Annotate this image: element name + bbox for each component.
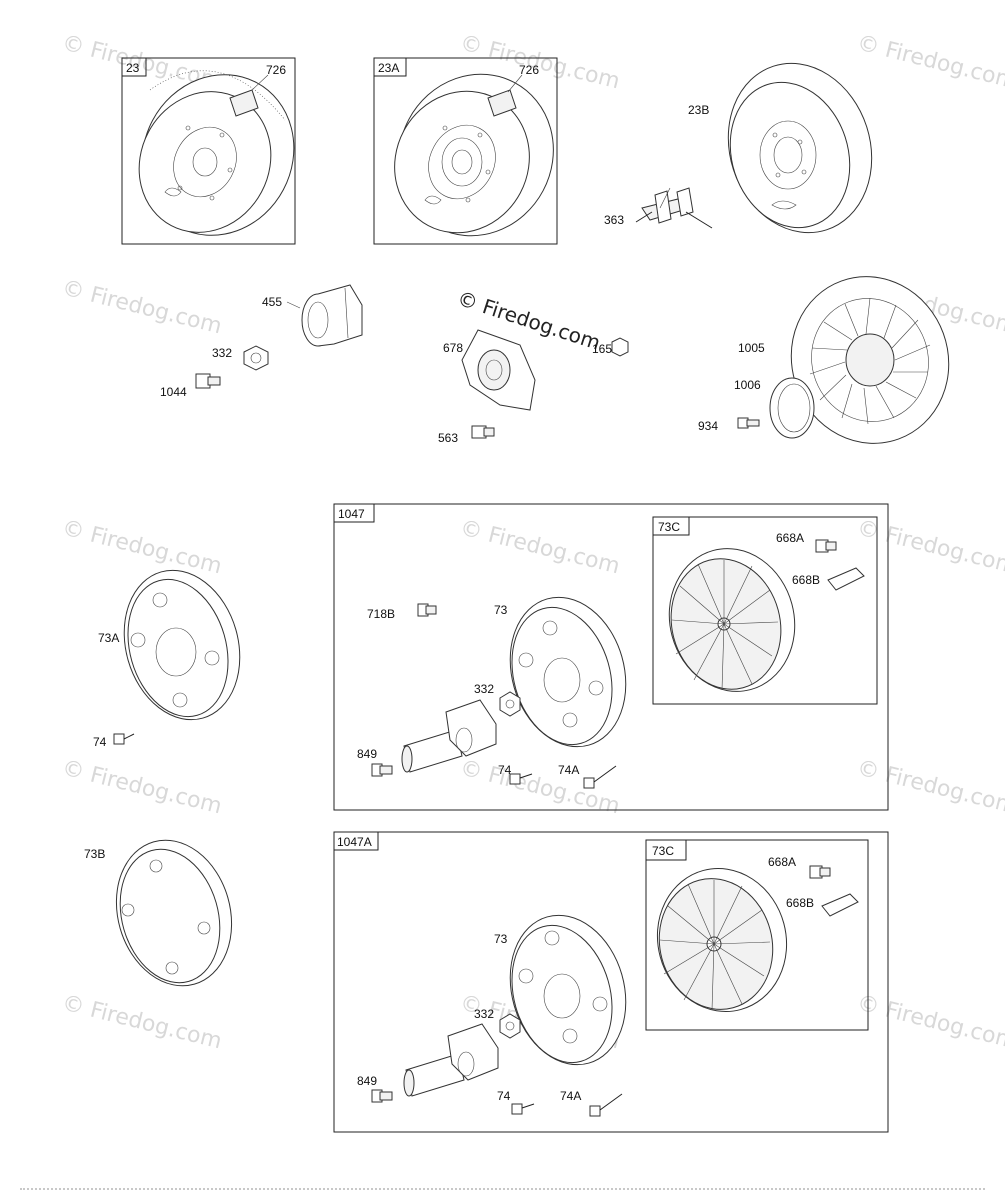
screw-74-left: [113, 733, 135, 745]
callout-934: 934: [698, 419, 718, 433]
box-73c-tag-1: [652, 516, 690, 536]
screw-668a-2: [809, 865, 831, 879]
box-1047-label: 1047: [338, 507, 365, 521]
callout-849-1: 849: [357, 747, 377, 761]
box-1047-frame: [333, 503, 889, 811]
plug-668b-2: [821, 893, 859, 917]
callout-726-2: 726: [519, 63, 539, 77]
callout-563: 563: [438, 431, 458, 445]
callout-74a-1: 74A: [558, 763, 579, 777]
box-23-tag: [121, 57, 147, 77]
box-73c-tag-2: [645, 839, 687, 861]
box-73c-label-1: 73C: [658, 520, 680, 534]
screw-74-1: [509, 773, 533, 785]
callout-73b: 73B: [84, 847, 105, 861]
callout-332-1: 332: [474, 682, 494, 696]
screw-668a-1: [815, 539, 837, 553]
bolt-1044: [195, 373, 221, 389]
callout-74a-2: 74A: [560, 1089, 581, 1103]
screen-73a: [123, 569, 241, 721]
puller-363: [635, 187, 713, 229]
callout-73-2: 73: [494, 932, 508, 946]
fan-1005: [790, 276, 950, 444]
callout-668b-1: 668B: [792, 573, 820, 587]
leader-726-1: [251, 74, 269, 91]
adapter-849-1: [401, 699, 497, 773]
callout-455: 455: [262, 295, 282, 309]
callout-1044: 1044: [160, 385, 187, 399]
box-23a-label: 23A: [378, 61, 399, 75]
flywheel-23: [138, 70, 295, 236]
screw-74a-1: [583, 765, 617, 789]
nut-332-2: [499, 1013, 521, 1039]
callout-332-top: 332: [212, 346, 232, 360]
callout-23b: 23B: [688, 103, 709, 117]
screen-73-1: [509, 596, 627, 748]
leader-726-2: [507, 74, 523, 93]
kit-1047a-group: 1047A 73C 668A 668B: [333, 831, 889, 1133]
callout-668a-1: 668A: [776, 531, 804, 545]
callout-74-left: 74: [93, 735, 107, 749]
box-23a-frame: [373, 57, 558, 245]
kit-1047-group: 1047 73C 668A 668B: [333, 503, 889, 811]
nut-165: [611, 337, 629, 357]
cup-455: [301, 284, 363, 347]
box-1047a-frame: [333, 831, 889, 1133]
callout-74-2: 74: [497, 1089, 511, 1103]
bolt-849-2: [371, 1089, 393, 1103]
flywheel-23b: [727, 62, 873, 234]
callout-363: 363: [604, 213, 624, 227]
box-73c-frame-2: [645, 839, 869, 1031]
callout-73-1: 73: [494, 603, 508, 617]
nut-332-top: [243, 345, 269, 371]
pin-718b: [417, 603, 437, 617]
callout-1006: 1006: [734, 378, 761, 392]
callout-678: 678: [443, 341, 463, 355]
plug-668b-1: [827, 567, 865, 591]
callout-849-2: 849: [357, 1074, 377, 1088]
flywheel-23a-group: 23A 726: [373, 57, 558, 245]
callout-73a: 73A: [98, 631, 119, 645]
callout-74-1: 74: [498, 763, 512, 777]
box-23-label: 23: [126, 61, 140, 75]
box-1047-tag: [333, 503, 375, 523]
callout-668b-2: 668B: [786, 896, 814, 910]
grille-73c-1: [668, 548, 796, 692]
box-73c-label-2: 73C: [652, 844, 674, 858]
screw-74-2: [511, 1103, 535, 1115]
box-1047a-label: 1047A: [337, 835, 372, 849]
callout-668a-2: 668A: [768, 855, 796, 869]
screen-73b: [115, 839, 233, 987]
box-1047a-tag: [333, 831, 379, 851]
ring-1006: [769, 377, 815, 439]
screen-73-2: [509, 914, 627, 1066]
callout-726-1: 726: [266, 63, 286, 77]
box-73c-frame-1: [652, 516, 878, 705]
screw-74a-2: [589, 1093, 623, 1117]
flywheel-23a: [394, 73, 554, 237]
housing-678: [461, 329, 536, 411]
callout-165: 165: [592, 342, 612, 356]
grille-73c-2: [656, 868, 788, 1012]
nut-332-1: [499, 691, 521, 717]
flywheel-23-group: 23 726: [121, 57, 296, 245]
footer-divider: [20, 1188, 985, 1194]
callout-718b: 718B: [367, 607, 395, 621]
box-23a-tag: [373, 57, 407, 77]
bolt-849-1: [371, 763, 393, 777]
adapter-849-2: [403, 1023, 499, 1097]
callout-1005: 1005: [738, 341, 765, 355]
fitting-563: [471, 425, 495, 439]
bolt-934: [737, 417, 760, 429]
callout-332-2: 332: [474, 1007, 494, 1021]
box-23-frame: [121, 57, 296, 245]
